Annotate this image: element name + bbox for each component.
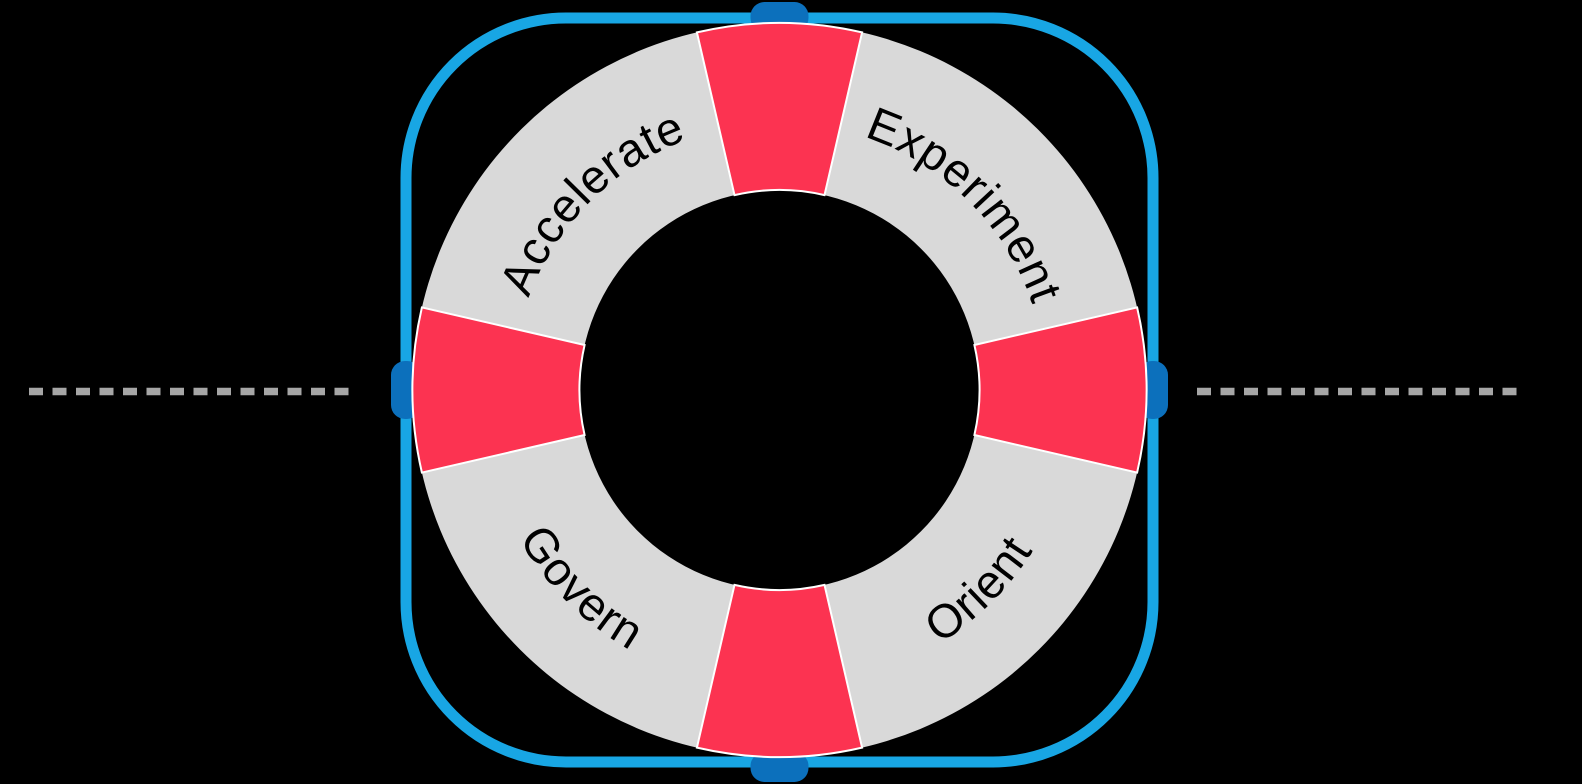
ring-segment-left [411,306,586,474]
ring-segment-bottom [695,583,864,758]
ring-donut [412,22,1147,757]
tab-bottom [750,752,809,782]
ring-segment-top [695,22,864,197]
ring-segment-right [973,306,1148,474]
